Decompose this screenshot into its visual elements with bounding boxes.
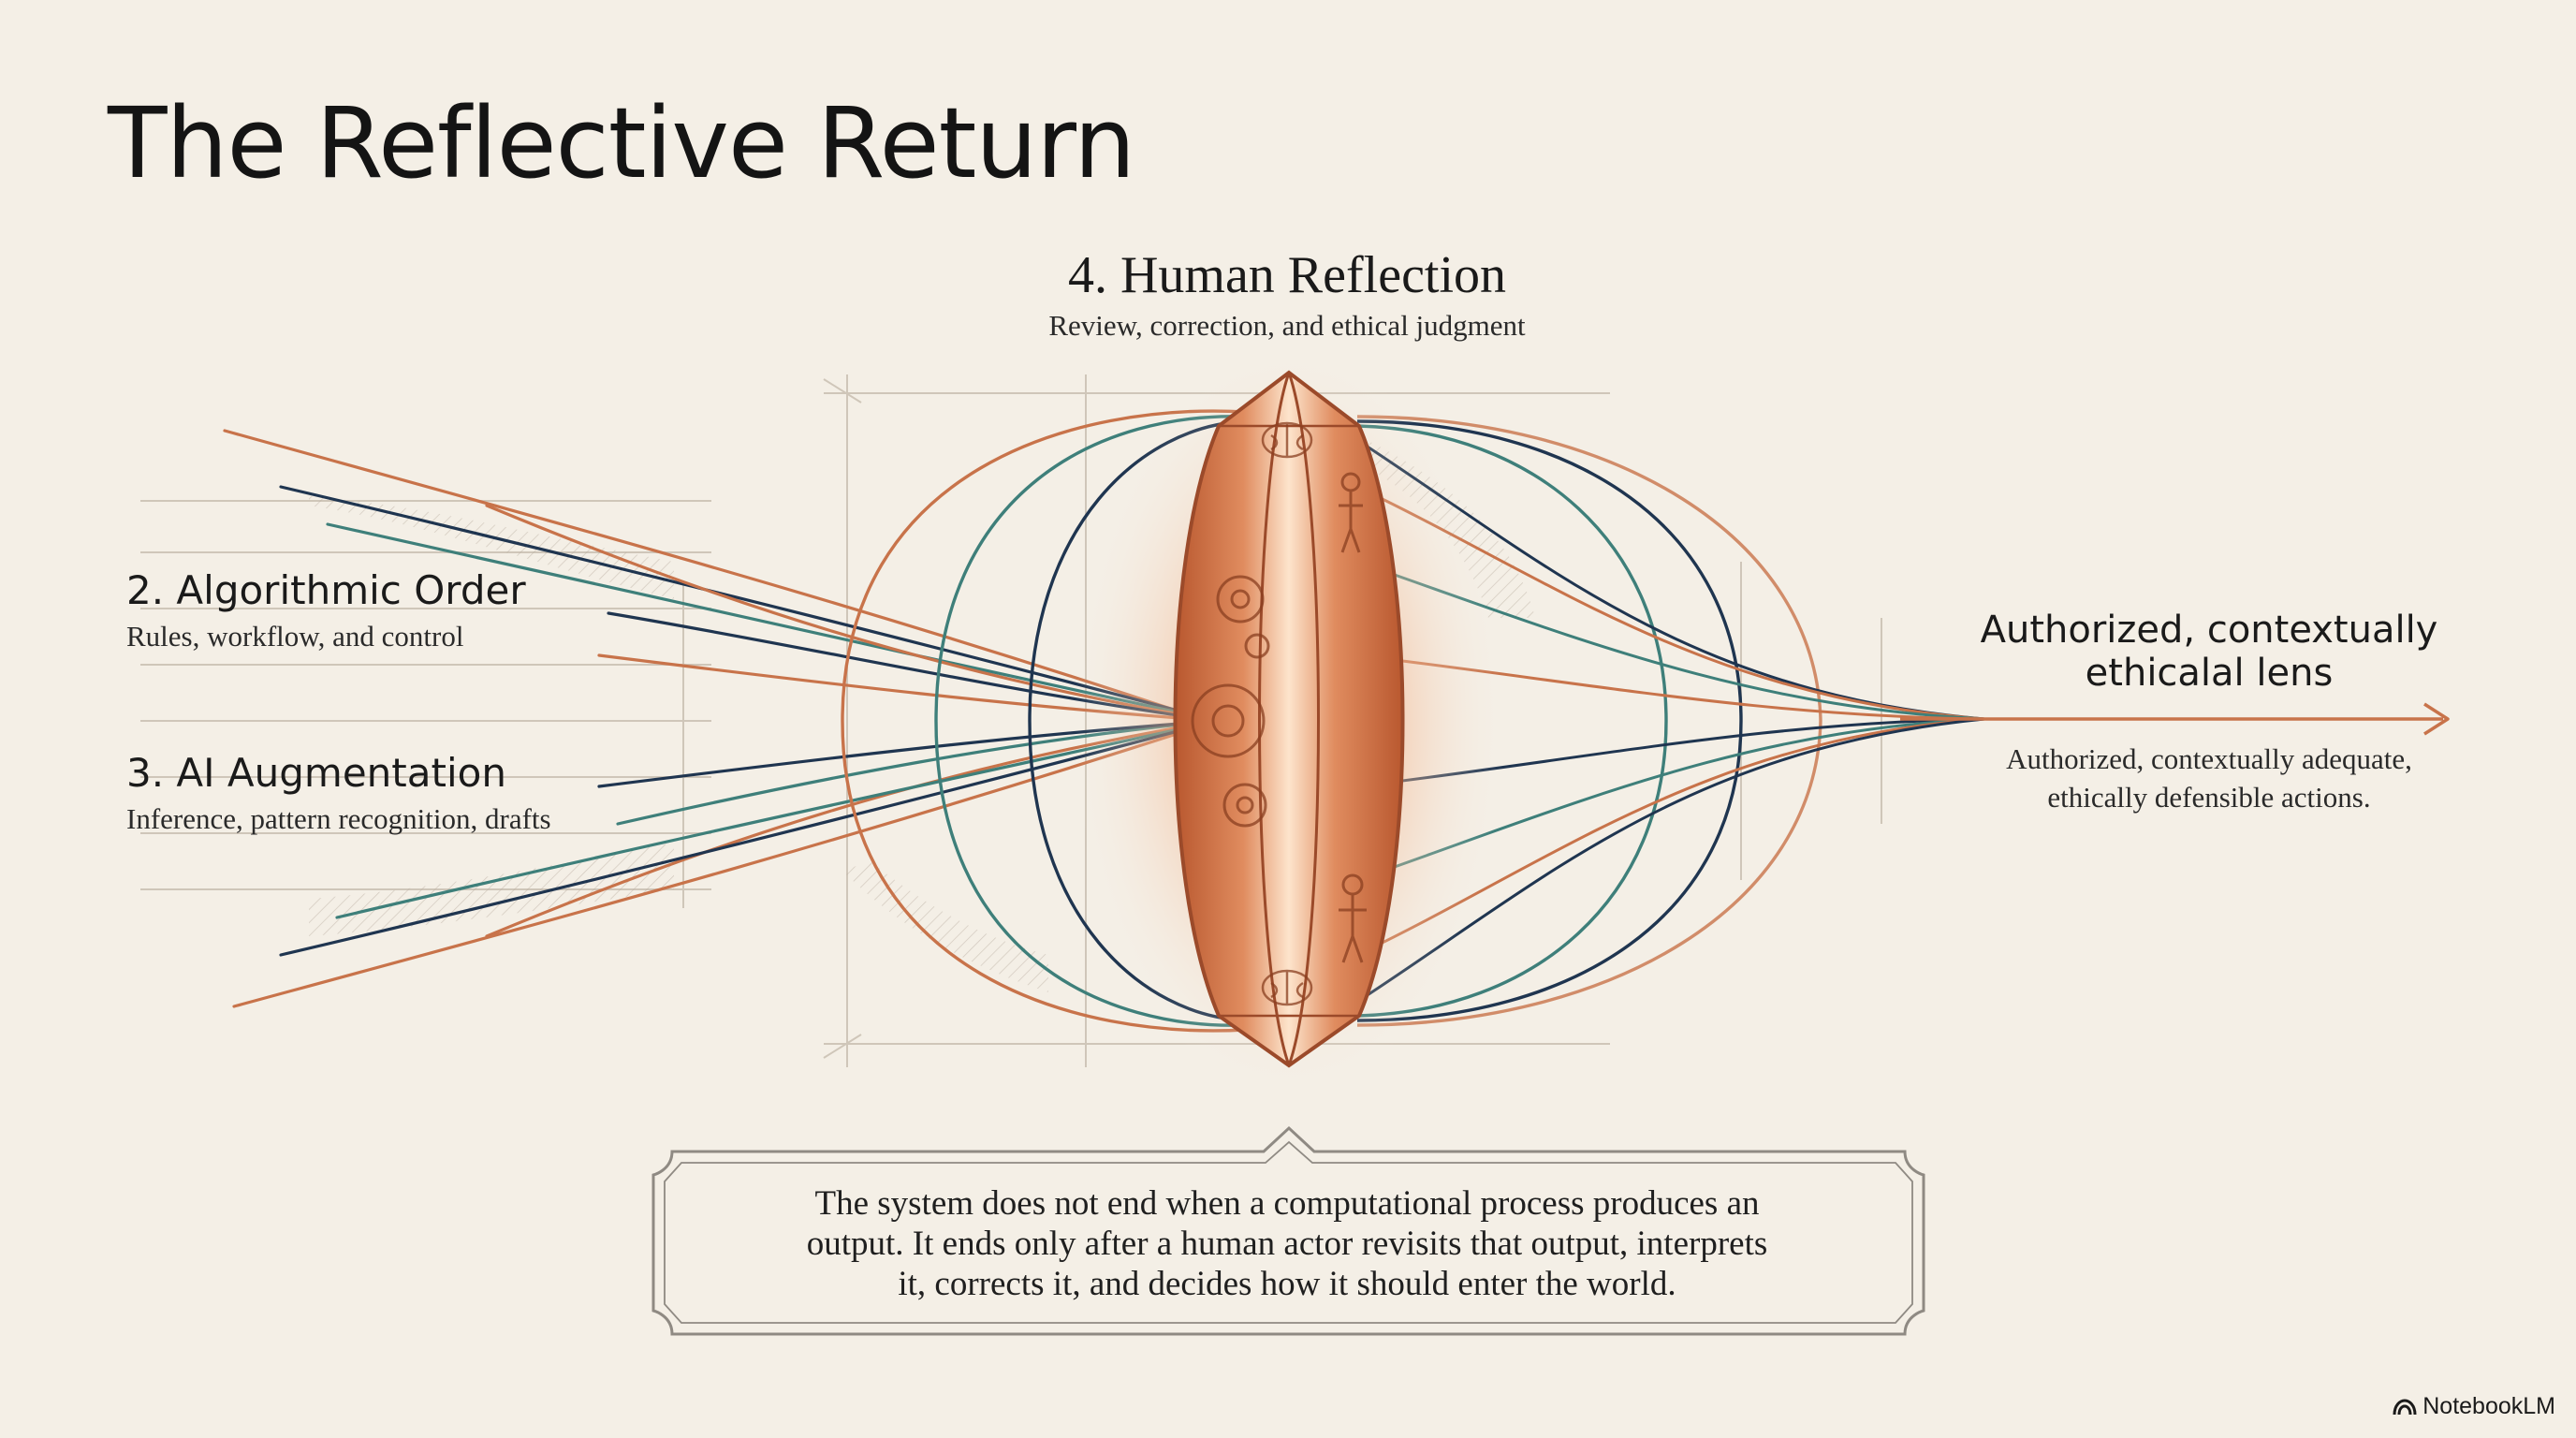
caption-line2: output. It ends only after a human actor… bbox=[806, 1225, 1768, 1263]
algorithmic-order-label: 2. Algorithmic Order bbox=[126, 567, 526, 613]
algorithmic-order-description: Rules, workflow, and control bbox=[126, 620, 464, 653]
ai-augmentation-label: 3. AI Augmentation bbox=[126, 750, 506, 796]
notebooklm-logo-icon bbox=[2393, 1398, 2417, 1415]
brand-name: NotebookLM bbox=[2422, 1393, 2555, 1419]
brand-mark: NotebookLM bbox=[2393, 1393, 2555, 1420]
caption-line1: The system does not end when a computati… bbox=[814, 1184, 1760, 1223]
human-reflection-description: Review, correction, and ethical judgment bbox=[1048, 309, 1526, 342]
human-reflection-label: 4. Human Reflection bbox=[1067, 246, 1507, 304]
caption-text: The system does not end when a computati… bbox=[730, 1183, 1844, 1304]
ai-augmentation-description: Inference, pattern recognition, drafts bbox=[126, 802, 551, 835]
caption-frame bbox=[651, 1125, 1925, 1336]
page-title: The Reflective Return bbox=[108, 86, 1135, 200]
gear-icon bbox=[1191, 575, 1270, 828]
reflection-lens bbox=[1074, 346, 1504, 1095]
output-label-line2: ethicalal lens bbox=[2085, 652, 2334, 695]
caption-line3: it, corrects it, and decides how it shou… bbox=[898, 1265, 1676, 1303]
output-description-line2: ethically defensible actions. bbox=[2047, 781, 2371, 814]
output-description: Authorized, contextually adequate, ethic… bbox=[1947, 740, 2471, 816]
output-arrow bbox=[1900, 702, 2450, 736]
brain-icon bbox=[1261, 421, 1313, 1006]
output-label-line1: Authorized, contextually bbox=[1980, 609, 2438, 652]
output-description-line1: Authorized, contextually adequate, bbox=[2006, 742, 2412, 775]
output-label: Authorized, contextually ethicalal lens bbox=[1947, 609, 2471, 695]
human-figure-icon bbox=[1339, 472, 1367, 963]
